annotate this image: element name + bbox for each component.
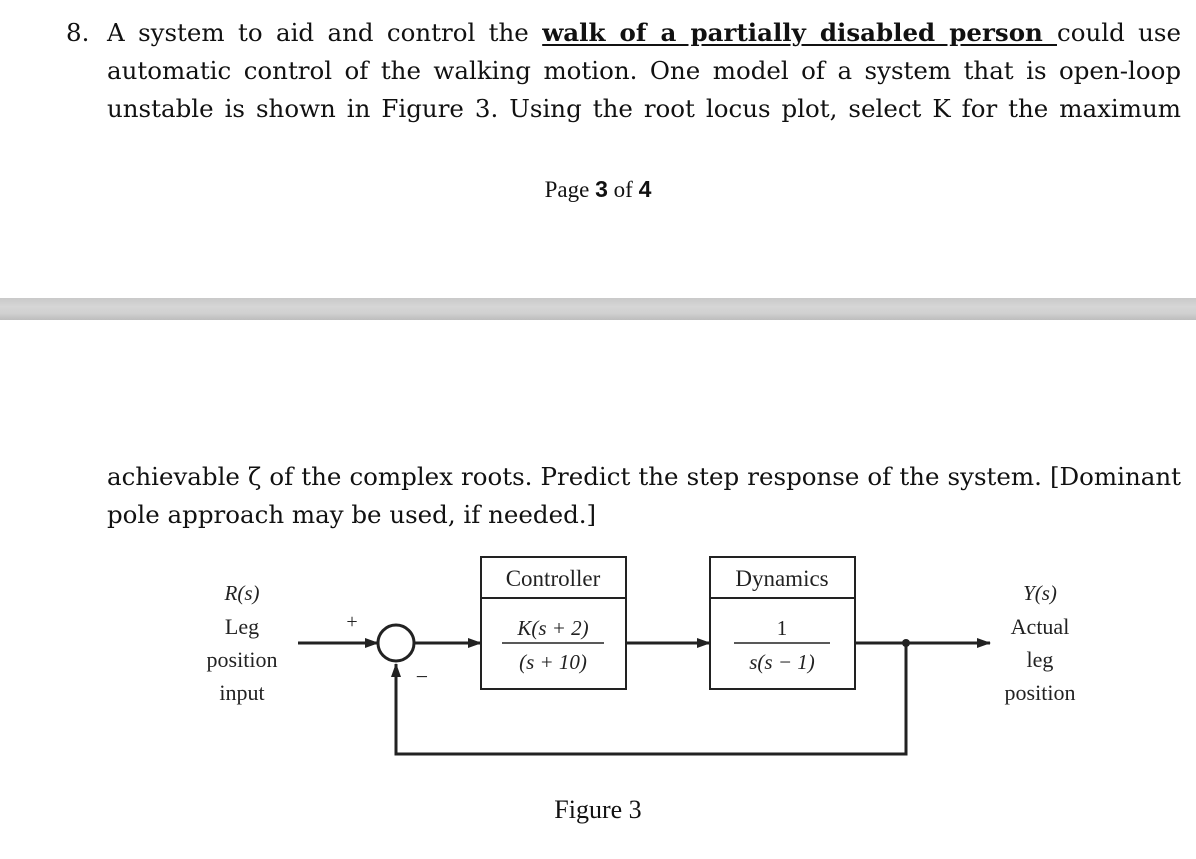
dynamics-numerator: 1 xyxy=(777,616,788,640)
question-line-1: A system to aid and control the walk of … xyxy=(107,14,1181,52)
dynamics-title: Dynamics xyxy=(735,566,828,591)
question-text-part1: A system to aid and control the walk of … xyxy=(107,14,1181,128)
summing-plus-sign: + xyxy=(346,611,357,633)
output-label-line1: Actual xyxy=(1011,614,1070,639)
figure-caption: Figure 3 xyxy=(554,795,642,824)
emphasis-phrase: walk of a partially disabled person xyxy=(542,18,1057,47)
page-separator xyxy=(0,298,1196,320)
output-label-line2: leg xyxy=(1027,647,1054,672)
question-text-part2: achievable ζ of the complex roots. Predi… xyxy=(107,458,1181,534)
controller-block xyxy=(480,556,627,690)
input-symbol: R(s) xyxy=(224,581,260,605)
question-line1-tail: could use xyxy=(1056,18,1181,47)
input-label-line3: input xyxy=(219,680,264,705)
question-line-2: automatic control of the walking motion.… xyxy=(107,56,1181,85)
page-footer-middle: of xyxy=(607,177,639,202)
controller-title: Controller xyxy=(506,566,601,591)
question-line-3: unstable is shown in Figure 3. Using the… xyxy=(107,94,1181,123)
input-label-line1: Leg xyxy=(225,614,259,639)
summing-minus-sign: − xyxy=(416,664,428,689)
question-line-4: achievable ζ of the complex roots. Predi… xyxy=(107,462,1181,491)
controller-numerator: K(s + 2) xyxy=(516,616,588,640)
page-total: 4 xyxy=(638,176,652,202)
page-footer-prefix: Page xyxy=(544,177,596,202)
output-label-line3: position xyxy=(1005,680,1076,705)
question-number: 8. xyxy=(66,18,90,47)
controller-denominator: (s + 10) xyxy=(519,650,587,674)
question-line-5: pole approach may be used, if needed.] xyxy=(107,500,597,529)
input-label-line2: position xyxy=(207,647,278,672)
page-3-bottom-area xyxy=(0,0,1196,298)
dynamics-denominator: s(s − 1) xyxy=(749,650,815,674)
page-current: 3 xyxy=(595,176,608,202)
dynamics-block xyxy=(709,556,856,690)
feedback-path xyxy=(391,643,908,756)
output-symbol: Y(s) xyxy=(1023,581,1057,605)
page-footer: Page 3 of 4 xyxy=(0,176,1196,203)
question-lead: A system to aid and control the xyxy=(107,18,543,47)
block-diagram: R(s) Leg position input + − Controller K… xyxy=(207,556,1076,756)
summing-junction xyxy=(376,623,416,663)
